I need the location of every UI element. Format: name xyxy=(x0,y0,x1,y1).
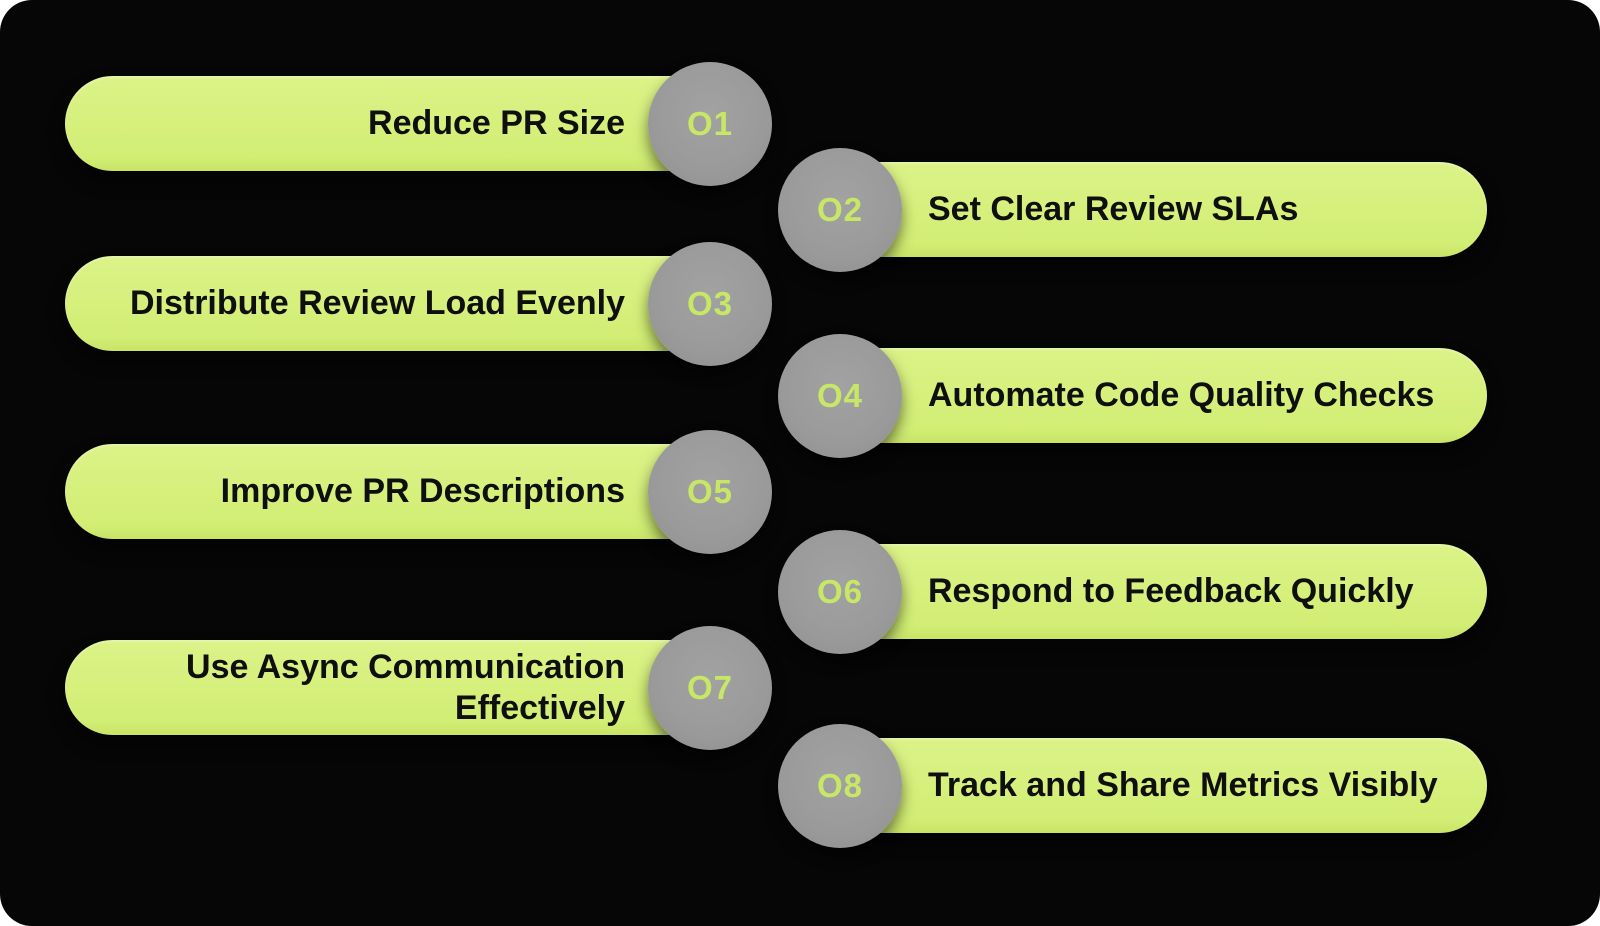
step-pill-6: Respond to Feedback Quickly xyxy=(810,544,1487,639)
step-number-badge-7: O7 xyxy=(648,626,772,750)
step-number-8: O8 xyxy=(816,767,864,804)
step-number-badge-5: O5 xyxy=(648,430,772,554)
step-label-6: Respond to Feedback Quickly xyxy=(928,572,1414,611)
step-label-5: Improve PR Descriptions xyxy=(220,472,625,511)
step-number-badge-8: O8 xyxy=(778,724,902,848)
step-pill-8: Track and Share Metrics Visibly xyxy=(810,738,1487,833)
step-label-1: Reduce PR Size xyxy=(368,104,625,143)
step-number-6: O6 xyxy=(816,573,864,610)
step-number-badge-4: O4 xyxy=(778,334,902,458)
step-number-3: O3 xyxy=(686,285,734,322)
step-pill-5: Improve PR Descriptions xyxy=(65,444,740,539)
step-pill-3: Distribute Review Load Evenly xyxy=(65,256,740,351)
step-number-1: O1 xyxy=(686,105,734,142)
step-number-5: O5 xyxy=(686,473,734,510)
step-number-badge-3: O3 xyxy=(648,242,772,366)
step-pill-4: Automate Code Quality Checks xyxy=(810,348,1487,443)
step-pill-2: Set Clear Review SLAs xyxy=(810,162,1487,257)
step-label-3: Distribute Review Load Evenly xyxy=(129,284,625,323)
step-number-2: O2 xyxy=(816,191,864,228)
step-number-badge-1: O1 xyxy=(648,62,772,186)
step-number-4: O4 xyxy=(816,377,864,414)
step-number-badge-6: O6 xyxy=(778,530,902,654)
step-number-7: O7 xyxy=(686,669,734,706)
step-label-2: Set Clear Review SLAs xyxy=(928,190,1299,229)
step-label-4: Automate Code Quality Checks xyxy=(928,376,1435,415)
step-label-7: Use Async Communication Effectively xyxy=(186,648,625,727)
step-pill-7: Use Async Communication Effectively xyxy=(65,640,740,735)
step-number-badge-2: O2 xyxy=(778,148,902,272)
step-label-8: Track and Share Metrics Visibly xyxy=(928,766,1438,805)
step-pill-1: Reduce PR Size xyxy=(65,76,740,171)
